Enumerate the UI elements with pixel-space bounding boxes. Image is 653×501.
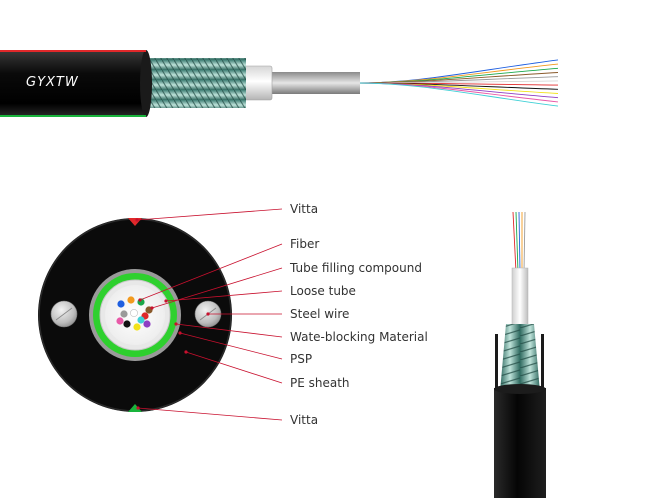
vitta-stripe-green xyxy=(0,115,146,117)
vertical-fiber-strand xyxy=(518,211,521,273)
fiber-dot xyxy=(116,317,124,325)
leader-line-fiber xyxy=(139,243,283,301)
horizontal-fiber-strand xyxy=(354,82,559,103)
vitta-marker-bottom xyxy=(128,404,142,412)
cable-loose-tube xyxy=(241,65,273,101)
horizontal-fiber-strand xyxy=(354,82,559,107)
fiber-dot xyxy=(133,323,141,331)
vitta-stripe-red xyxy=(0,50,146,52)
fiber-dot xyxy=(137,316,145,324)
cable-vertical-view xyxy=(494,211,546,498)
cable-cross-section xyxy=(38,218,232,412)
cable-steel-core xyxy=(268,72,360,94)
vertical-fiber-strand xyxy=(512,211,517,273)
steel-wire-left-line xyxy=(55,307,73,321)
cable-brand-marking: GYXTW xyxy=(26,75,79,90)
label-fiber: Fiber xyxy=(290,237,319,251)
leader-line-pe-sheath xyxy=(185,351,283,384)
vertical-steel-wire-left xyxy=(495,334,498,392)
cable-armor xyxy=(140,58,246,108)
label-loose-tube: Loose tube xyxy=(290,284,356,298)
label-vitta-top: Vitta xyxy=(290,202,318,216)
leader-line-vitta-bottom xyxy=(137,407,283,421)
vertical-fibers xyxy=(512,211,526,273)
leader-line-psp xyxy=(179,332,283,360)
fiber-dot xyxy=(123,320,131,328)
vertical-loose-tube xyxy=(511,267,529,329)
vertical-fiber-strand xyxy=(523,211,526,273)
label-steel-wire: Steel wire xyxy=(290,307,349,321)
vertical-outer-sheath xyxy=(494,388,546,498)
vertical-steel-wire-right xyxy=(541,334,544,392)
fiber-dot xyxy=(120,310,128,318)
fiber-dot xyxy=(127,296,135,304)
label-tube-filling-compound: Tube filling compound xyxy=(289,261,422,275)
vertical-sheath-top xyxy=(494,384,546,394)
horizontal-fiber-strand xyxy=(354,63,559,84)
label-psp: PSP xyxy=(290,352,312,366)
vertical-fiber-strand xyxy=(515,211,519,273)
vertical-armor xyxy=(500,324,540,392)
fiber-dot xyxy=(130,309,138,317)
fiber-dot xyxy=(117,300,125,308)
horizontal-fibers xyxy=(354,59,559,107)
cable-outer-sheath xyxy=(0,50,146,117)
leader-line-loose-tube xyxy=(165,290,283,302)
label-water-blocking-material: Wate-blocking Material xyxy=(290,330,428,344)
cable-side-view: GYXTW xyxy=(0,50,559,117)
label-pe-sheath: PE sheath xyxy=(290,376,350,390)
leader-line-water-blocking-material xyxy=(175,323,283,338)
label-vitta-bottom: Vitta xyxy=(290,413,318,427)
leader-line-tube-filling-compound xyxy=(151,267,283,309)
fiber-dot xyxy=(143,320,151,328)
cable-sheath-end xyxy=(140,50,152,117)
leader-line-vitta-top xyxy=(136,208,283,221)
